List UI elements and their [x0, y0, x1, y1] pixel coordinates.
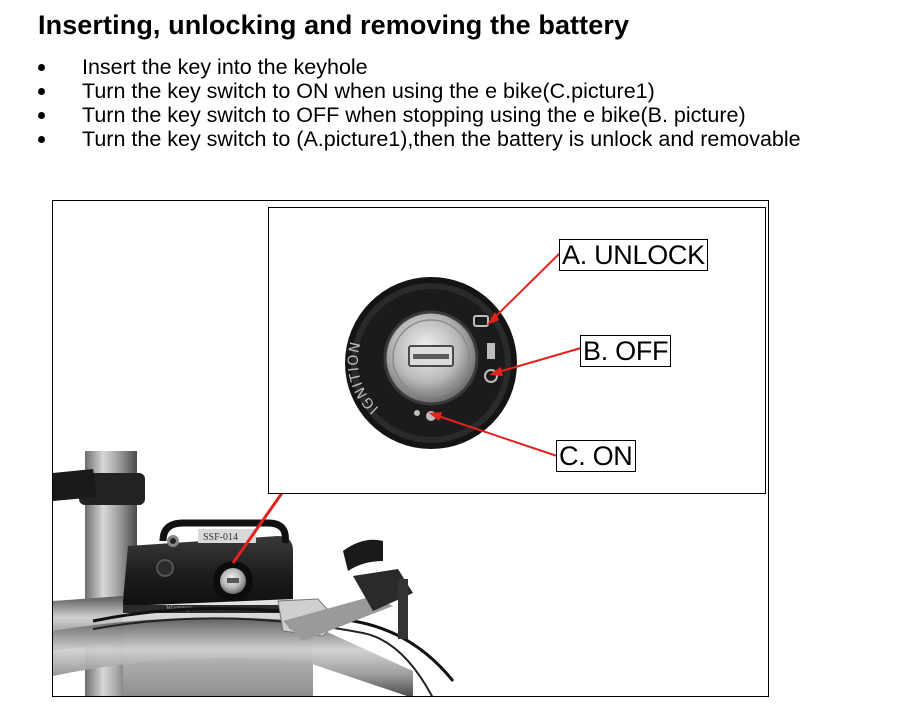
instruction-list: Insert the key into the keyhole Turn the… [38, 55, 801, 151]
battery-handle [159, 519, 289, 544]
bullet-dot-icon [38, 112, 45, 119]
page-title: Inserting, unlocking and removing the ba… [38, 10, 630, 40]
arrow-head-icon [487, 312, 499, 325]
bullet-dot-icon [38, 136, 45, 143]
battery-label-plate [198, 529, 256, 543]
bullet-dot-icon [38, 64, 45, 71]
list-item: Turn the key switch to OFF when stopping… [38, 103, 801, 127]
lock-closeup-illustration: IGNITION [345, 252, 582, 457]
arrow-to-on [434, 414, 558, 457]
unlock-symbol-icon [473, 315, 489, 327]
top-tube [53, 617, 413, 696]
arrow-to-unlock [490, 252, 561, 322]
arrow-to-off [494, 347, 582, 374]
bullet-dot-icon [38, 88, 45, 95]
arrow-head-icon [429, 412, 442, 421]
callout-unlock: A. UNLOCK [559, 239, 708, 271]
battery-case [123, 536, 293, 613]
list-item: Insert the key into the keyhole [38, 55, 801, 79]
quick-release-lever [53, 469, 97, 501]
saddle-rail [343, 539, 383, 571]
lock-closeup-inset: IGNITION A. UNLOCK B. [268, 207, 766, 494]
battery-brand-text: Warnings [166, 604, 193, 612]
battery-lock-figure: SSF-014 Warnings [52, 200, 769, 697]
callout-on: C. ON [556, 440, 636, 472]
arrow-head-icon [489, 367, 503, 376]
battery-label-text: SSF-014 [203, 532, 238, 543]
list-item: Turn the key switch to (A.picture1),then… [38, 127, 801, 151]
list-item: Turn the key switch to ON when using the… [38, 79, 801, 103]
callout-off: B. OFF [580, 335, 672, 367]
rear-frame-arm [283, 596, 393, 641]
bike-battery-illustration: SSF-014 Warnings [53, 449, 455, 696]
off-symbol-icon [484, 369, 498, 383]
